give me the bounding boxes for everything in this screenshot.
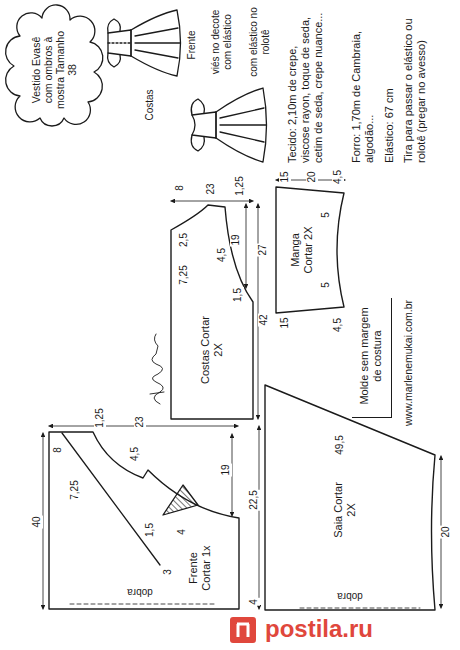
dimension-label: 42 [258, 313, 270, 326]
dimension-label: 4 [176, 528, 188, 536]
note-text: Costas [144, 88, 156, 121]
dimension-label: dobra [126, 586, 154, 598]
dimension-label: 27 [257, 243, 269, 256]
signature [150, 334, 164, 404]
note-text: Tira para passar o elástico ou rolotê (p… [402, 8, 428, 164]
note-text: Frente [186, 30, 198, 61]
note-text: com elástico no rolotê [248, 2, 272, 82]
dimension-label: 4,5 [332, 169, 344, 185]
note-text: www.marlenemukai.com.br [402, 299, 414, 427]
dimension-label: 1,5 [144, 522, 156, 538]
note-text: Forro: 1,70m de Cambraia, algodão... [350, 8, 376, 164]
dimension-label: 2,5 [178, 232, 190, 248]
pattern-title: Vestido Evasê com ombros à mostra Tamanh… [30, 25, 78, 115]
piece-name: Saia Cortar 2X [332, 480, 358, 540]
piece-outline-path [49, 432, 239, 609]
dimension-label: 8 [174, 184, 186, 192]
dress-sketch-front [191, 88, 266, 162]
piece-name: Molde sem margem de costura [358, 302, 384, 410]
watermark-logo [228, 614, 262, 646]
dress-sketch-back [108, 10, 181, 76]
dimension-label: 4,5 [332, 317, 344, 333]
piece-name: Manga Cortar 2X [289, 220, 315, 280]
fold-mark [70, 604, 215, 605]
dimension-label: 4 [248, 598, 260, 606]
fold-mark [300, 608, 420, 609]
dimension-label: 23 [205, 182, 217, 195]
dimension-label: 7,25 [69, 479, 81, 500]
note-text: Elástico: 67 cm [383, 87, 396, 164]
dimension-label: 4,5 [216, 247, 228, 263]
dimension-label: 23 [134, 415, 146, 428]
dimension-label: 7,25 [178, 264, 190, 285]
dimension-label: 19 [230, 233, 242, 246]
watermark-text: postila.ru [264, 614, 374, 644]
dimension-label: 15 [279, 316, 291, 329]
front-centre-line [62, 433, 160, 565]
dimension-label: 20 [440, 525, 452, 538]
sleeve-piece: Manga Cortar 2X [274, 185, 346, 315]
front-armhole-facing [163, 485, 198, 515]
piece-outline-path [276, 187, 344, 313]
dimension-label: 40 [31, 515, 43, 528]
dimension-label: 15 [279, 170, 291, 183]
dimension-label: 5 [320, 211, 332, 219]
dimension-label: 3 [162, 568, 174, 576]
dimension-lines [43, 180, 441, 609]
dimension-label: 1,25 [94, 407, 106, 428]
note-text: Tecido: 2,10m de crepe, viscose rayon, t… [286, 8, 325, 164]
dimension-label: 20 [306, 170, 318, 183]
dimension-label: 4,5 [129, 446, 141, 462]
dimension-label: 22,5 [248, 489, 260, 510]
dimension-label: 19 [220, 463, 232, 476]
note-text: viés no decote com elástico [210, 2, 234, 82]
piece-outline-path [171, 205, 253, 419]
dimension-label: 1,5 [232, 287, 244, 303]
dimension-label: dobra [336, 590, 364, 602]
dimension-label: 8 [52, 446, 64, 454]
title-cloud [6, 5, 103, 126]
watermark: postila.ru [228, 614, 450, 646]
front-bodice-piece: Frente Cortar 1x [48, 431, 240, 610]
dimension-label: 1,25 [234, 175, 246, 196]
piece-name: Frente Cortar 1x [187, 538, 213, 598]
seam-allowance-note: Molde sem margem de costura [352, 298, 392, 418]
piece-name: Costas Cortar 2X [199, 315, 225, 385]
dimension-label: 49,5 [334, 434, 346, 455]
dimension-label: 5 [320, 281, 332, 289]
